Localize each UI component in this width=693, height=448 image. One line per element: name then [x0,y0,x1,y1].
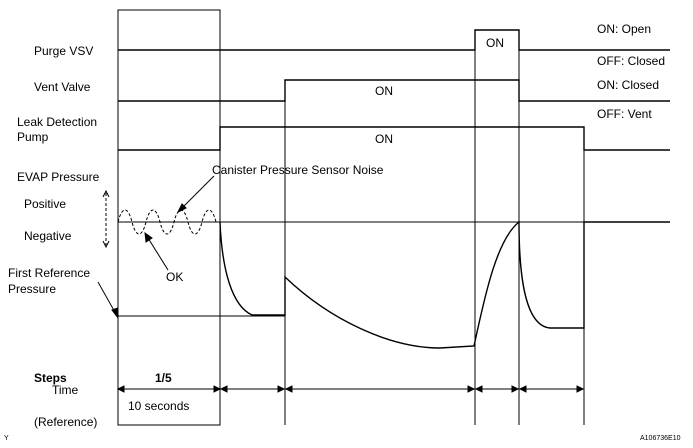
state-purge-off: OFF: Closed [597,54,665,68]
figure-id: A106736E10 [640,435,681,442]
step-fraction: 1/5 [155,371,172,385]
purge-on-label: ON [486,36,504,50]
state-vent-off: OFF: Vent [597,107,652,121]
pump-on-label: ON [375,132,393,146]
wave-vent-valve [118,79,670,102]
step-dividers [284,30,585,425]
label-leak-pump-2: Pump [17,130,49,144]
label-negative: Negative [24,229,72,243]
label-leak-pump-1: Leak Detection [17,115,97,129]
noise-arrow [176,175,215,214]
vent-on-label: ON [375,84,393,98]
annotation-sensor-noise: Canister Pressure Sensor Noise [212,163,384,177]
duration-label: 10 seconds [128,399,189,413]
pos-neg-arrow [102,189,110,249]
label-first-ref-1: First Reference [8,266,90,280]
ok-arrow [144,231,169,271]
label-time: Time [52,383,79,397]
wave-evap-pressure [219,220,670,349]
wave-leak-pump [118,126,670,151]
state-purge-on: ON: Open [597,22,651,36]
label-steps: Steps [34,371,67,385]
label-purge-vsv: Purge VSV [34,44,93,58]
wave-purge-vsv [118,29,670,51]
annotation-ok: OK [166,270,183,284]
label-evap-pressure: EVAP Pressure [17,170,100,184]
time-arrows [116,385,585,393]
corner-y: Y [4,435,9,442]
state-vent-on: ON: Closed [597,78,659,92]
label-vent-valve: Vent Valve [34,80,91,94]
label-reference: (Reference) [34,415,97,429]
label-first-ref-2: Pressure [8,282,56,296]
step1-box [117,9,221,426]
first-ref-arrow [97,281,119,320]
label-positive: Positive [24,197,66,211]
sensor-noise-wave [117,209,217,235]
